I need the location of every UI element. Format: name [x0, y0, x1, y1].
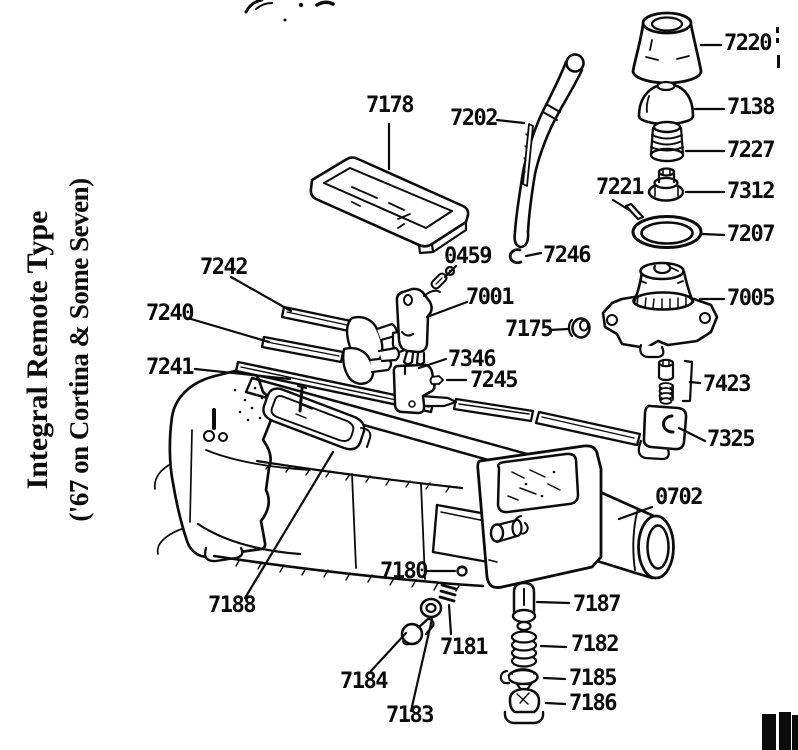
- leader-7207: [701, 232, 726, 237]
- leader-7181: [447, 603, 453, 636]
- spring-bush-art: [649, 120, 685, 163]
- part-label-7181: 7181: [440, 635, 488, 660]
- leader-7186: [544, 701, 567, 706]
- part-label-7227: 7227: [727, 138, 775, 163]
- part-label-0702: 0702: [655, 485, 703, 510]
- part-label-7138: 7138: [727, 95, 775, 120]
- gearbox-housing-art: [168, 367, 558, 592]
- leader-7182: [539, 644, 568, 649]
- part-label-7186: 7186: [569, 691, 617, 716]
- leader-7184: [369, 631, 408, 673]
- print-artifacts-top: [244, 0, 335, 22]
- pin-art: [624, 202, 645, 221]
- part-label-7312: 7312: [727, 179, 775, 204]
- leader-7001: [425, 300, 469, 319]
- part-label-7180: 7180: [380, 559, 428, 584]
- leader-7246: [524, 251, 543, 258]
- part-label-7178: 7178: [366, 93, 414, 118]
- part-label-7207: 7207: [727, 222, 775, 247]
- page-title: Integral Remote Type ('67 on Cortina & S…: [17, 90, 101, 610]
- part-label-7220: 7220: [724, 31, 772, 56]
- selector-finger-art: [392, 363, 458, 415]
- leader-7187: [535, 600, 571, 605]
- title-line-1: Integral Remote Type: [21, 210, 54, 490]
- part-label-7325: 7325: [707, 427, 755, 452]
- bush-art: [567, 317, 591, 339]
- shift-rods-art: [234, 305, 435, 414]
- selector-shaft-art: [452, 397, 688, 461]
- clip-art: [508, 248, 523, 265]
- page-edge-marks: [776, 27, 780, 68]
- part-label-7175: 7175: [505, 317, 553, 342]
- part-label-7241: 7241: [146, 355, 194, 380]
- leader-0459: [443, 264, 458, 279]
- leader-7183: [409, 617, 434, 713]
- leader-7325: [677, 426, 707, 443]
- part-label-7187: 7187: [573, 592, 621, 617]
- gear-lever-art: [513, 53, 585, 249]
- cover-plate-art: [309, 156, 470, 255]
- leader-7346: [417, 357, 448, 370]
- part-label-7182: 7182: [571, 632, 619, 657]
- part-label-7183: 7183: [386, 703, 434, 728]
- part-label-7346: 7346: [448, 347, 496, 372]
- part-label-7245: 7245: [470, 368, 518, 393]
- small-hardware-art: [400, 565, 468, 646]
- leader-0702: [617, 505, 654, 521]
- part-label-7202: 7202: [450, 106, 498, 131]
- part-label-7242: 7242: [200, 255, 248, 280]
- cap-art: [647, 167, 685, 202]
- extension-housing-art: [476, 444, 675, 589]
- part-label-7188: 7188: [208, 593, 256, 618]
- leader-7242: [229, 275, 293, 313]
- leader-7175: [548, 327, 570, 332]
- knob-art: [631, 11, 703, 85]
- part-label-7005: 7005: [727, 286, 775, 311]
- dome-art: [637, 80, 695, 126]
- title-line-2: ('67 on Cortina & Some Seven): [64, 178, 94, 522]
- leader-7185: [542, 676, 567, 681]
- leader-7241: [193, 367, 292, 381]
- part-label-7184: 7184: [340, 669, 388, 694]
- binding-bars: [762, 712, 798, 750]
- part-label-7246: 7246: [543, 243, 591, 268]
- detent-plunger-art: [657, 358, 702, 405]
- inner-lever-art: [395, 265, 456, 366]
- turret-base-art: [601, 261, 719, 359]
- oring-art: [631, 215, 703, 249]
- leader-lines: [189, 43, 726, 713]
- leader-7188: [243, 450, 335, 600]
- part-label-7185: 7185: [569, 666, 617, 691]
- part-label-0459: 0459: [444, 244, 492, 269]
- part-label-7423: 7423: [703, 372, 751, 397]
- leader-7202: [495, 118, 526, 125]
- leader-7221: [611, 198, 631, 212]
- detent-column-art: [499, 581, 545, 725]
- part-label-7240: 7240: [146, 301, 194, 326]
- part-label-7221: 7221: [596, 175, 644, 200]
- part-label-7001: 7001: [466, 285, 514, 310]
- leader-7240: [189, 317, 271, 344]
